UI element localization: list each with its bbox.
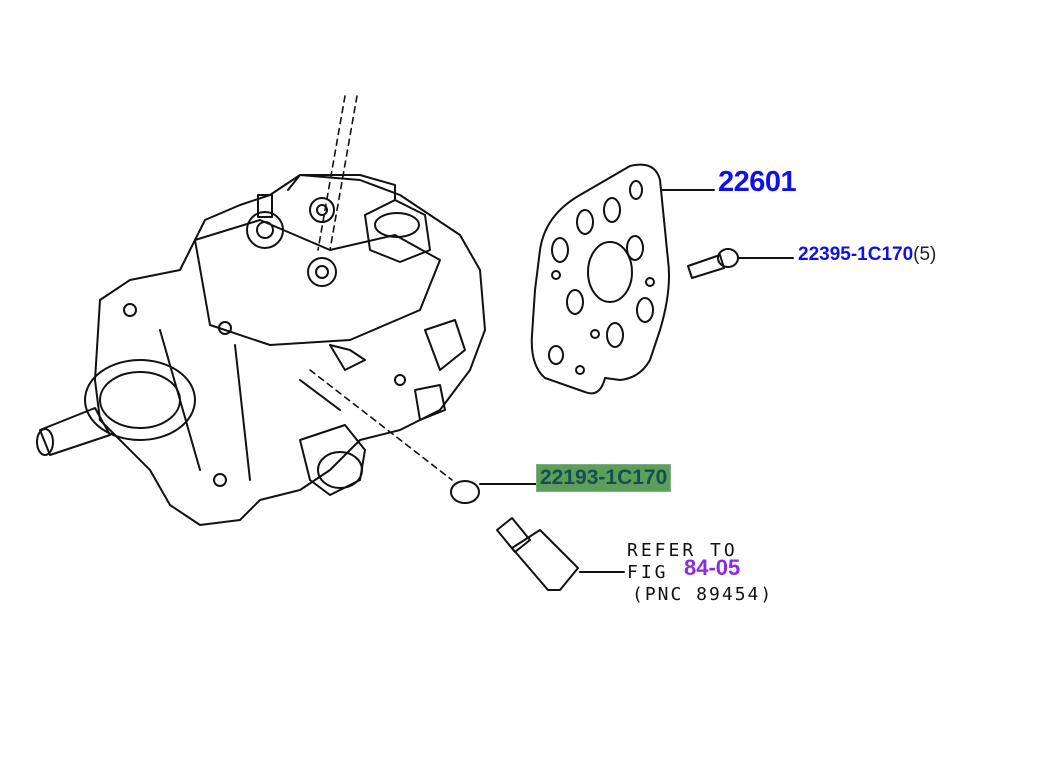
part-link-22601[interactable]: 22601	[718, 166, 797, 198]
dashed-guide-lines	[309, 95, 453, 481]
part-link-22395-1c170[interactable]: 22395-1C170	[798, 244, 914, 265]
part-label-22395-1c170: 22395-1C170(5)	[798, 244, 936, 266]
reference-text-fig: FIG	[627, 562, 669, 583]
reference-text-line1: REFER TO	[627, 540, 738, 561]
o-ring-drawing	[450, 480, 537, 504]
reference-pnc: (PNC 89454)	[632, 584, 774, 605]
sensor-drawing	[496, 517, 625, 591]
injection-pump-drawing	[36, 174, 486, 526]
part-quantity: (5)	[913, 244, 937, 265]
plate-22601-drawing	[530, 163, 715, 395]
bolt-drawing	[687, 248, 794, 279]
part-link-22193-1c170[interactable]: 22193-1C170	[536, 464, 672, 492]
figure-link-84-05[interactable]: 84-05	[684, 555, 741, 580]
